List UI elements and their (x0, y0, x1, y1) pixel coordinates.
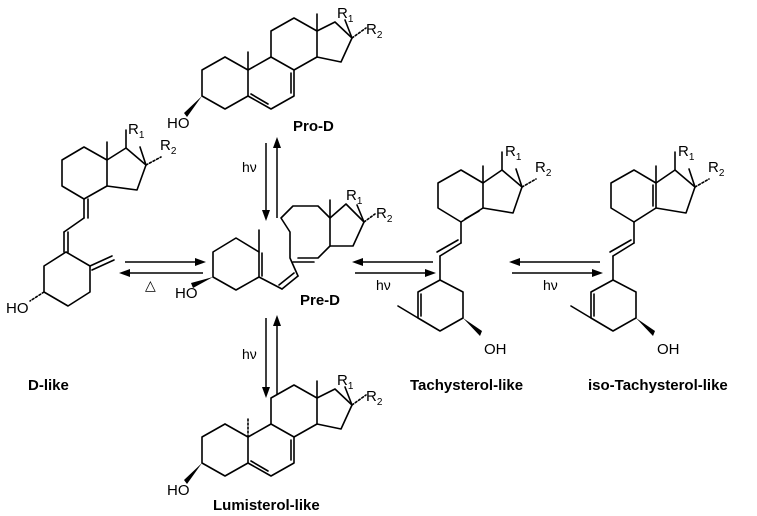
pre-d-structure: HO R1 R2 (175, 187, 393, 302)
pro-d-name: Pro-D (293, 118, 334, 135)
lumisterol-r2-label: R2 (366, 388, 383, 408)
tachysterol-iso-light-label: hν (543, 277, 558, 293)
pre-d-r1-label: R1 (346, 187, 363, 207)
lumisterol-r1-label: R1 (337, 372, 354, 392)
d-like-hydroxyl-label: HO (6, 300, 29, 317)
pre-d-tachysterol-arrows (352, 258, 436, 277)
pro-d-pre-d-light-label: hν (242, 159, 257, 175)
d-like-pre-d-heat-label: △ (145, 277, 156, 293)
pre-d-r2-label: R2 (376, 205, 393, 225)
tachysterol-iso-arrows (509, 258, 603, 277)
tachysterol-hydroxyl-label: OH (484, 341, 507, 358)
iso-tachysterol-r1-label: R1 (678, 143, 695, 163)
iso-tachysterol-like-structure: OH R1 R2 (570, 143, 725, 358)
lumisterol-like-structure: HO R1 R2 (167, 372, 383, 499)
lumisterol-like-name: Lumisterol-like (213, 497, 320, 514)
pre-d-name: Pre-D (300, 292, 340, 309)
tachysterol-r2-label: R2 (535, 159, 552, 179)
pre-d-lumisterol-light-label: hν (242, 346, 257, 362)
pro-d-hydroxyl-label: HO (167, 115, 190, 132)
tachysterol-like-name: Tachysterol-like (410, 377, 523, 394)
tachysterol-like-structure: OH R1 R2 (397, 143, 552, 358)
pro-d-r1-label: R1 (337, 5, 354, 25)
pro-d-r2-label: R2 (366, 21, 383, 41)
pre-d-lumisterol-arrows (262, 315, 281, 398)
pre-d-tachysterol-light-label: hν (376, 277, 391, 293)
d-like-structure: HO R1 R2 (6, 121, 177, 317)
d-like-r1-label: R1 (128, 121, 145, 141)
d-like-pre-d-arrows (119, 258, 206, 277)
tachysterol-r1-label: R1 (505, 143, 522, 163)
pro-d-pre-d-arrows (262, 137, 281, 221)
iso-tachysterol-hydroxyl-label: OH (657, 341, 680, 358)
iso-tachysterol-r2-label: R2 (708, 159, 725, 179)
d-like-name: D-like (28, 377, 69, 394)
pro-d-structure: HO R1 R2 (167, 5, 383, 132)
lumisterol-hydroxyl-label: HO (167, 482, 190, 499)
iso-tachysterol-like-name: iso-Tachysterol-like (588, 377, 728, 394)
pre-d-hydroxyl-label: HO (175, 285, 198, 302)
d-like-r2-label: R2 (160, 137, 177, 157)
